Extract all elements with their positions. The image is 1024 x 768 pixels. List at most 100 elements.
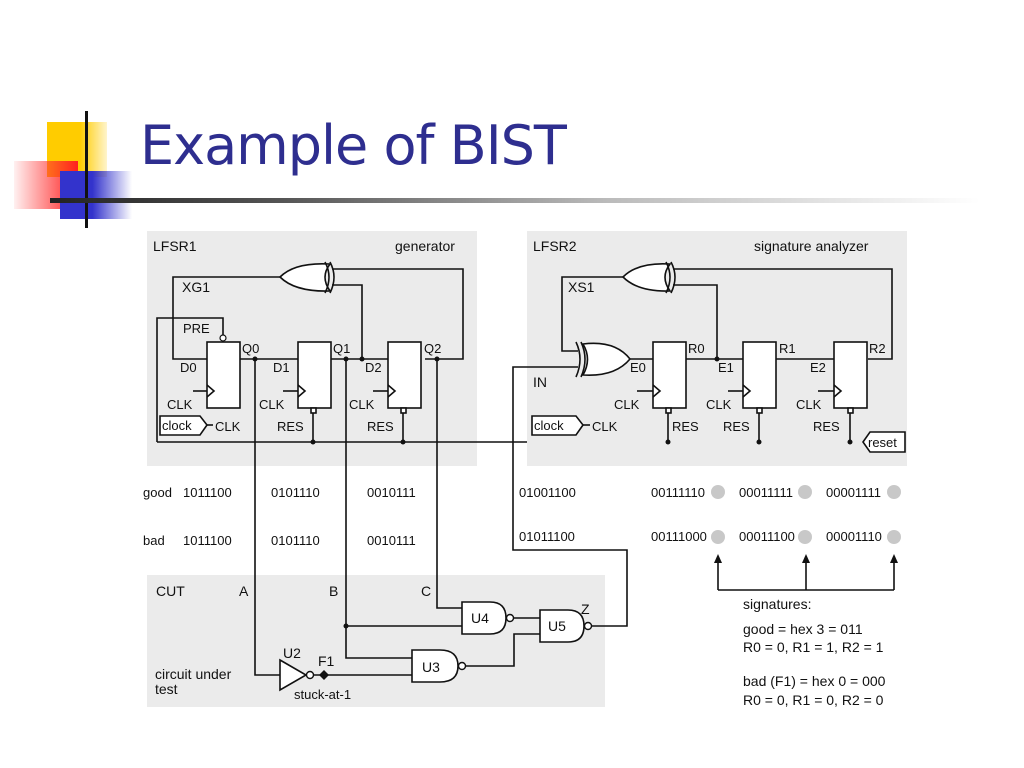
lfsr2-flipflop-0 — [652, 341, 687, 409]
signature-arrows — [714, 554, 898, 591]
ff1-d-label: D1 — [273, 360, 290, 375]
title-underline — [50, 198, 980, 203]
good-in: 01001100 — [519, 485, 576, 500]
fault-type-label: stuck-at-1 — [294, 687, 351, 702]
xs1-label: XS1 — [568, 279, 595, 295]
sequence-table: good 1011100 0101110 0010111 01001100 ba… — [143, 485, 901, 548]
lfsr2-flipflop-2 — [833, 341, 868, 409]
feedback-wire-q2 — [332, 268, 464, 360]
signature-good-line1: good = hex 3 = 011 — [743, 621, 863, 637]
cut-panel: CUT A B C circuit under test U2 F1 stuck… — [147, 359, 628, 707]
lfsr1-flipflop-1 — [297, 341, 332, 409]
lfsr2-ff1-res-label: RES — [723, 419, 750, 434]
ff2-clk-label: CLK — [349, 397, 375, 412]
good-row-label: good — [143, 485, 172, 500]
lfsr2-role: signature analyzer — [754, 238, 869, 254]
ff0-d-label: D0 — [180, 360, 197, 375]
lfsr1-clock-port — [159, 415, 208, 436]
lfsr1-flipflop-0 — [206, 341, 241, 409]
ff-e1-label: E1 — [718, 360, 734, 375]
lfsr2-clock-port-label: clock — [534, 418, 564, 433]
bad-r1: 00011100 — [739, 529, 795, 544]
ff2-res-label: RES — [367, 419, 394, 434]
lfsr2-ff2-res-label: RES — [813, 419, 840, 434]
slide-logo — [0, 0, 140, 240]
ff0-q-label: Q0 — [242, 341, 259, 356]
fault-node-label: F1 — [318, 653, 335, 669]
signatures-heading: signatures: — [743, 596, 811, 612]
lfsr2-ff0-res-label: RES — [672, 419, 699, 434]
reset-port — [862, 431, 906, 453]
lfsr1-name: LFSR1 — [153, 238, 197, 254]
lfsr2-clock-port — [531, 415, 584, 436]
cut-background — [147, 575, 605, 707]
bad-r0: 00111000 — [651, 529, 707, 544]
ff1-res-label: RES — [277, 419, 304, 434]
feedback-wire-r0 — [673, 284, 718, 358]
signature-bad-line2: R0 = 0, R1 = 0, R2 = 0 — [743, 692, 884, 708]
ff-r0-label: R0 — [688, 341, 705, 356]
pre-label: PRE — [183, 321, 210, 336]
signatures-legend: signatures: good = hex 3 = 011 R0 = 0, R… — [743, 596, 886, 708]
feedback-wire-q1 — [332, 284, 363, 358]
ff-r1-label: R1 — [779, 341, 796, 356]
good-r1: 00011111 — [739, 485, 793, 500]
arrow-up-icon — [802, 554, 810, 563]
cut-input-a: A — [239, 583, 249, 599]
lfsr1-flipflop-2 — [387, 341, 422, 409]
ff-e0-label: E0 — [630, 360, 646, 375]
gate-u4-label: U4 — [471, 610, 489, 626]
lfsr2-ff1-reset-bubble — [756, 407, 763, 414]
ff-r2-label: R2 — [869, 341, 886, 356]
cut-input-c: C — [421, 583, 431, 599]
bad-q1: 0101110 — [271, 533, 320, 548]
bad-q0: 1011100 — [183, 533, 232, 548]
lfsr2-flipflop-1 — [742, 341, 777, 409]
ff2-q-label: Q2 — [424, 341, 441, 356]
slide-title: Example of BIST — [140, 114, 567, 177]
bad-q2: 0010111 — [367, 533, 416, 548]
cut-name: CUT — [156, 583, 185, 599]
signature-good-line2: R0 = 0, R1 = 1, R2 = 1 — [743, 639, 884, 655]
xor-gate-xs1 — [621, 261, 676, 294]
bad-row-label: bad — [143, 533, 165, 548]
ff2-reset-bubble — [400, 407, 407, 414]
logo-vertical-line — [85, 111, 88, 228]
good-q0: 1011100 — [183, 485, 232, 500]
gate-u2-inverter — [279, 658, 308, 692]
ff2-d-label: D2 — [365, 360, 382, 375]
ff-e2-label: E2 — [810, 360, 826, 375]
xor-gate-input — [575, 341, 632, 378]
wire-c — [436, 359, 462, 609]
gate-u3-label: U3 — [422, 659, 440, 675]
preset-wire — [156, 317, 224, 442]
lfsr2-ff0-reset-bubble — [665, 407, 672, 414]
feedback-wire-r2 — [673, 268, 893, 360]
bad-r2: 00001110 — [826, 529, 882, 544]
cut-output-label: Z — [581, 601, 590, 617]
ff1-reset-bubble — [310, 407, 317, 414]
lfsr2-name: LFSR2 — [533, 238, 577, 254]
preset-bubble — [219, 334, 227, 342]
good-q2: 0010111 — [367, 485, 416, 500]
lfsr1-clock-port-label: clock — [162, 418, 192, 433]
wire-b — [345, 359, 412, 659]
arrow-up-icon — [890, 554, 898, 563]
signature-bad-line1: bad (F1) = hex 0 = 000 — [743, 673, 886, 689]
lfsr2-ff2-reset-bubble — [847, 407, 854, 414]
gate-u2-label: U2 — [283, 645, 301, 661]
ff0-clk-label: CLK — [167, 397, 193, 412]
good-q1: 0101110 — [271, 485, 320, 500]
lfsr1-role: generator — [395, 238, 455, 254]
xg1-label: XG1 — [182, 279, 210, 295]
lfsr1-clock-clk-label: CLK — [215, 419, 241, 434]
good-r2: 00001111 — [826, 485, 881, 500]
wire-z-to-in — [512, 366, 628, 627]
in-label: IN — [533, 374, 547, 390]
reset-port-label: reset — [868, 435, 897, 450]
arrow-up-icon — [714, 554, 722, 563]
ff1-q-label: Q1 — [333, 341, 350, 356]
lfsr2-clock-clk-label: CLK — [592, 419, 618, 434]
lfsr2-ff2-clk-label: CLK — [796, 397, 822, 412]
